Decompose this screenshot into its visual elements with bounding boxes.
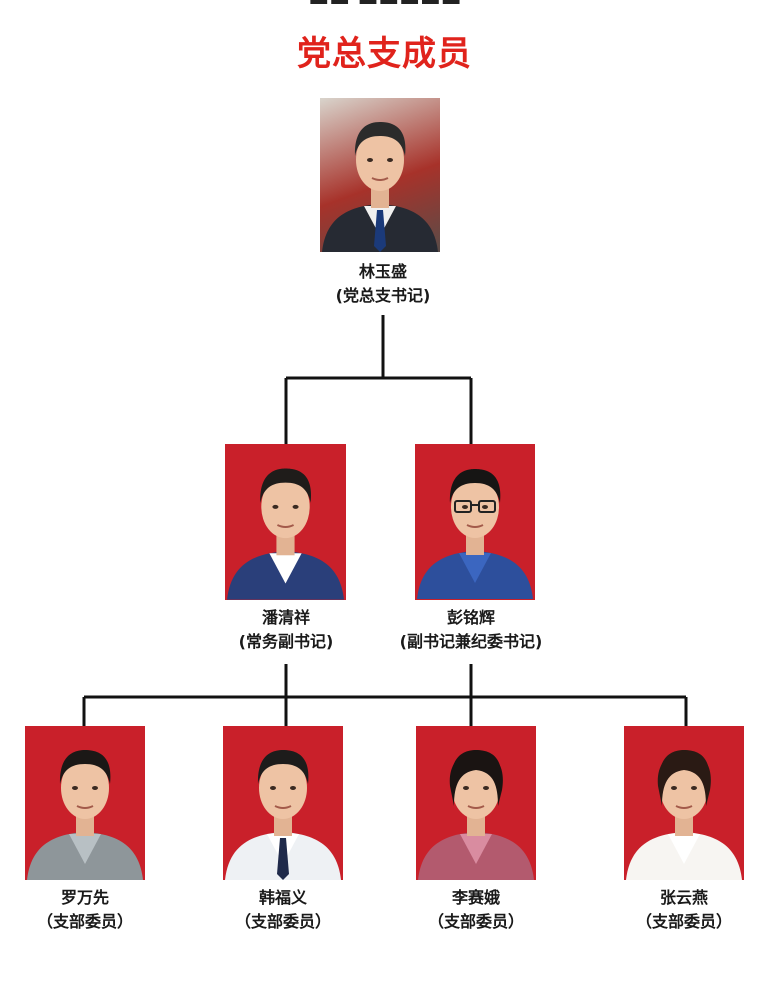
person-role: （支部委员） (183, 910, 383, 934)
person-name: 张云燕 (584, 886, 769, 910)
photo-pan-qingxiang (225, 444, 346, 600)
portrait-silhouette (223, 726, 343, 880)
photo-luo-wanxian (25, 726, 145, 880)
portrait-silhouette (415, 444, 535, 600)
person-role: （支部委员） (376, 910, 576, 934)
portrait-silhouette (25, 726, 145, 880)
person-name: 林玉盛 (283, 260, 483, 284)
portrait-silhouette (624, 726, 744, 880)
node-peng-minghui: 彭铭辉 (副书记兼纪委书记) (360, 606, 582, 654)
person-name: 潘清祥 (186, 606, 386, 630)
person-name: 罗万先 (0, 886, 185, 910)
node-luo-wanxian: 罗万先 （支部委员） (0, 886, 185, 934)
person-name: 彭铭辉 (360, 606, 582, 630)
person-role: (党总支书记) (283, 284, 483, 308)
person-role: （支部委员） (584, 910, 769, 934)
photo-zhang-yunyan (624, 726, 744, 880)
portrait-silhouette (225, 444, 346, 600)
portrait-silhouette (416, 726, 536, 880)
node-pan-qingxiang: 潘清祥 (常务副书记) (186, 606, 386, 654)
node-han-fuyi: 韩福义 （支部委员） (183, 886, 383, 934)
person-role: （支部委员） (0, 910, 185, 934)
photo-lin-yusheng (320, 98, 440, 252)
person-name: 韩福义 (183, 886, 383, 910)
person-role: (常务副书记) (186, 630, 386, 654)
portrait-silhouette (320, 98, 440, 252)
person-role: (副书记兼纪委书记) (360, 630, 582, 654)
node-lin-yusheng: 林玉盛 (党总支书记) (283, 260, 483, 308)
photo-li-saie (416, 726, 536, 880)
person-name: 李赛娥 (376, 886, 576, 910)
photo-han-fuyi (223, 726, 343, 880)
node-zhang-yunyan: 张云燕 （支部委员） (584, 886, 769, 934)
photo-peng-minghui (415, 444, 535, 600)
node-li-saie: 李赛娥 （支部委员） (376, 886, 576, 934)
